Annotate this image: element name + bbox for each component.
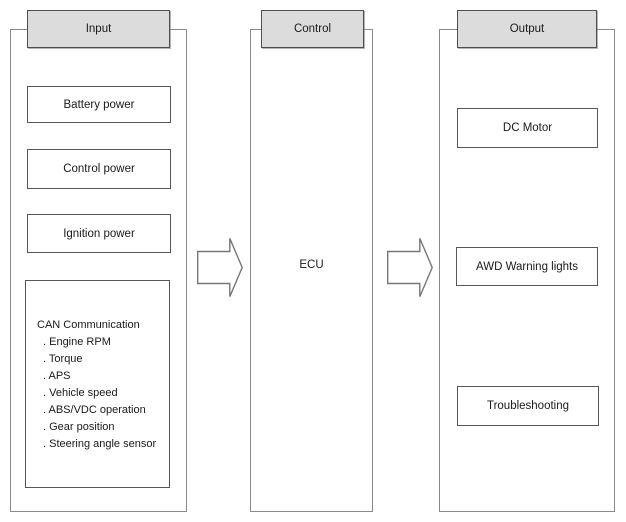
can-item-aps: . APS xyxy=(43,370,71,382)
box-control-power: Control power xyxy=(27,149,171,189)
box-awd-warning-lights: AWD Warning lights xyxy=(456,247,598,286)
can-item-steering-angle-sensor: . Steering angle sensor xyxy=(43,438,157,450)
can-item-abs-vdc-operation: . ABS/VDC operation xyxy=(43,404,146,416)
can-communication-title: CAN Communication xyxy=(37,319,140,331)
box-troubleshooting: Troubleshooting xyxy=(457,386,599,426)
input-header: Input xyxy=(27,10,170,48)
can-item-vehicle-speed: . Vehicle speed xyxy=(43,387,118,399)
output-header: Output xyxy=(457,10,597,48)
box-battery-power: Battery power xyxy=(27,86,171,123)
box-can-communication: CAN Communication . Engine RPM . Torque … xyxy=(25,280,170,488)
box-dc-motor: DC Motor xyxy=(457,108,598,148)
ecu-label: ECU xyxy=(299,259,324,271)
control-to-output-arrow-icon xyxy=(387,238,433,297)
can-item-gear-position: . Gear position xyxy=(43,421,115,433)
can-item-engine-rpm: . Engine RPM xyxy=(43,336,111,348)
box-ignition-power: Ignition power xyxy=(27,214,171,253)
control-header: Control xyxy=(261,10,364,48)
input-to-control-arrow-icon xyxy=(197,238,243,297)
can-item-torque: . Torque xyxy=(43,353,83,365)
